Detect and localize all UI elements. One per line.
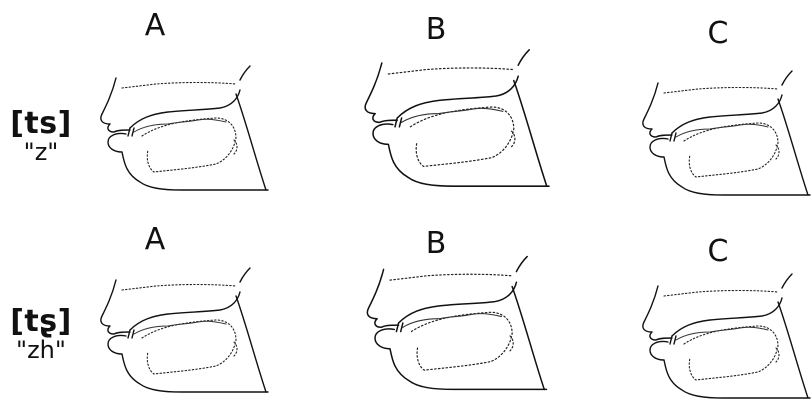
profile-diagram-b — [340, 38, 560, 198]
column-letter-a: A — [145, 8, 166, 43]
profile-diagram-a — [78, 58, 278, 198]
row-label-ts: [ts] "z" — [6, 108, 76, 165]
pinyin-label: "zh" — [6, 338, 76, 363]
ipa-label: [ts] — [6, 108, 76, 140]
profile-diagram-c — [620, 266, 812, 406]
ipa-label: [tʂ] — [6, 306, 76, 338]
profile-diagram-c — [620, 58, 812, 208]
profile-diagram-a — [78, 260, 278, 400]
row-label-tsh: [tʂ] "zh" — [6, 306, 76, 363]
column-letter-a: A — [145, 222, 166, 257]
column-letter-c: C — [708, 234, 729, 269]
pinyin-label: "z" — [6, 140, 76, 165]
profile-diagram-b — [340, 248, 560, 398]
column-letter-c: C — [708, 16, 729, 51]
